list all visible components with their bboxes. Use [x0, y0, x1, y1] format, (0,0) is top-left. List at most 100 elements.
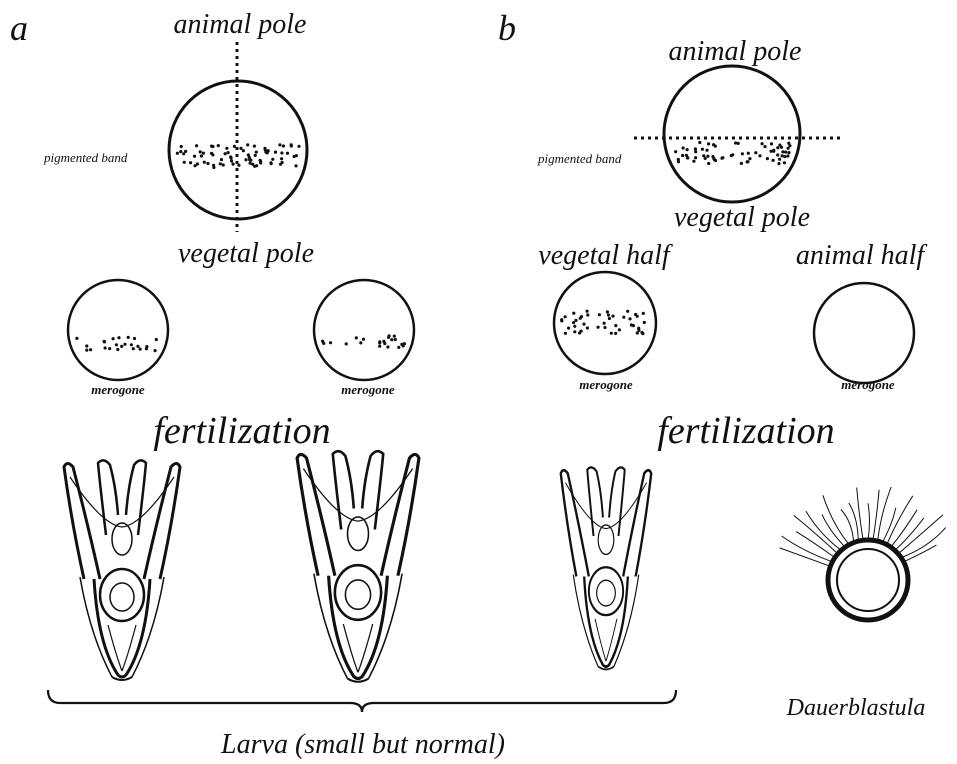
pigment-dot — [264, 151, 267, 154]
pigment-dot — [694, 147, 697, 150]
pigment-dot — [628, 317, 631, 320]
pigment-dot — [217, 144, 220, 147]
pigment-dot — [636, 331, 639, 334]
pigment-dot — [132, 347, 135, 350]
panel-b-merogone-vegetal-label: merogone — [579, 377, 633, 392]
pigment-dot — [279, 163, 282, 166]
pigment-dot — [580, 315, 583, 318]
pigment-dot — [737, 142, 740, 145]
pigment-dot — [271, 158, 274, 161]
pigment-dot — [610, 332, 613, 335]
panel-b-fertilization-label: fertilization — [657, 410, 834, 452]
cilium — [868, 503, 870, 540]
pigment-dot — [611, 315, 614, 318]
panel-a-merogone-right-band-dots — [321, 334, 406, 349]
pigment-dot — [608, 317, 611, 320]
pigment-dot — [233, 145, 236, 148]
pigment-dot — [641, 332, 644, 335]
pigment-dot — [786, 154, 789, 157]
pigment-dot — [560, 319, 563, 322]
pigment-dot — [694, 156, 697, 159]
pigment-dot — [630, 323, 633, 326]
pigment-dot — [643, 321, 646, 324]
pigment-dot — [133, 337, 136, 340]
pigment-dot — [614, 332, 617, 335]
pigment-dot — [89, 348, 92, 351]
pigment-dot — [761, 142, 764, 145]
cilium — [882, 508, 895, 543]
pigment-dot — [770, 142, 773, 145]
pigment-dot — [580, 330, 583, 333]
pigment-dot — [75, 337, 78, 340]
pigment-dot — [193, 155, 196, 158]
cilium — [849, 503, 859, 541]
pigment-dot — [176, 152, 179, 155]
pigment-dot — [603, 322, 606, 325]
pigment-dot — [355, 336, 358, 339]
pigment-dot — [705, 149, 708, 152]
pigment-dot — [702, 154, 705, 157]
pigment-dot — [232, 163, 235, 166]
pigment-dot — [692, 160, 695, 163]
pigment-dot — [603, 326, 606, 329]
pigment-dot — [329, 341, 332, 344]
dauerblastula — [780, 487, 946, 620]
cilium — [904, 545, 937, 562]
pigment-dot — [248, 156, 251, 159]
pigment-dot — [694, 150, 697, 153]
pigment-dot — [586, 326, 589, 329]
pigment-dot — [237, 164, 240, 167]
pigment-dot — [636, 315, 639, 318]
pigment-dot — [572, 312, 575, 315]
pigment-dot — [747, 152, 750, 155]
pigment-dot — [239, 147, 242, 150]
pigment-dot — [388, 334, 391, 337]
pigment-dot — [85, 349, 88, 352]
pigment-dot — [712, 143, 715, 146]
panel-b-egg — [664, 66, 800, 202]
pigment-dot — [278, 143, 281, 146]
panel-a-merogone-left — [68, 280, 168, 380]
dauerblastula-cilia — [780, 487, 946, 566]
pigment-dot — [362, 338, 365, 341]
pigment-dot — [582, 323, 585, 326]
pigment-dot — [210, 145, 213, 148]
pigment-dot — [741, 152, 744, 155]
pigment-dot — [701, 148, 704, 151]
pigment-dot — [280, 151, 283, 154]
pigment-dot — [225, 147, 228, 150]
pigment-dot — [270, 162, 273, 165]
pigment-dot — [682, 146, 685, 149]
pigment-dot — [597, 326, 600, 329]
pigment-dot — [254, 154, 257, 157]
pigment-dot — [244, 158, 247, 161]
pigment-dot — [108, 347, 111, 350]
pigment-dot — [614, 324, 617, 327]
pigment-dot — [227, 151, 230, 154]
pigment-dot — [781, 150, 784, 153]
cilium — [796, 532, 835, 558]
pigment-dot — [282, 144, 285, 147]
pigment-dot — [212, 166, 215, 169]
pigment-dot — [707, 162, 710, 165]
pigment-dot — [155, 338, 158, 341]
pigment-dot — [196, 162, 199, 165]
pigment-dot — [130, 343, 133, 346]
pigment-dot — [230, 159, 233, 162]
pigment-dot — [103, 340, 106, 343]
pigment-dot — [397, 346, 400, 349]
pigment-dot — [394, 338, 397, 341]
pigment-dot — [290, 144, 293, 147]
panel-a-merogone-right-label: merogone — [341, 382, 395, 397]
panel-a-merogone-left-band-dots — [75, 336, 158, 352]
pigment-dot — [677, 160, 680, 163]
larva-a-right — [297, 451, 419, 682]
pigment-dot — [120, 345, 123, 348]
pigment-dot — [359, 341, 362, 344]
pigment-dot — [224, 152, 227, 155]
pigment-dot — [778, 158, 781, 161]
pigment-dot — [184, 150, 187, 153]
pigment-dot — [179, 150, 182, 153]
pigment-dot — [286, 152, 289, 155]
